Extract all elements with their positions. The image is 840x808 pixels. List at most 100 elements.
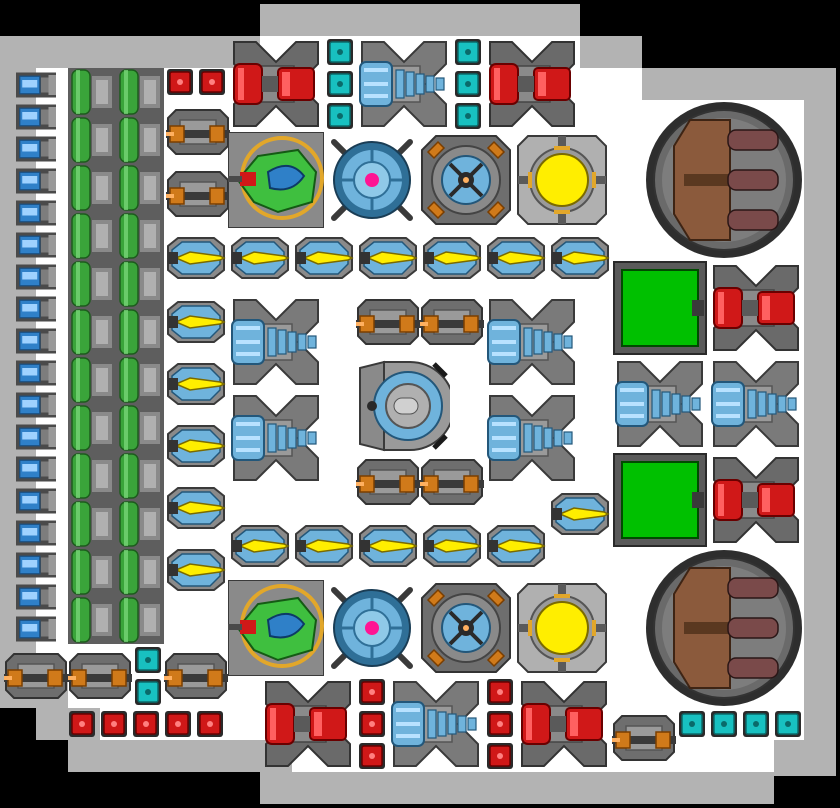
- blue-thruster-icon[interactable]: [15, 551, 57, 579]
- red-crate-icon[interactable]: [198, 68, 226, 96]
- green-tank-icon[interactable]: [116, 356, 164, 404]
- green-tank-icon[interactable]: [116, 404, 164, 452]
- yellow-core-icon[interactable]: [517, 135, 607, 225]
- orange-railgun-icon[interactable]: [356, 299, 420, 345]
- green-tank-icon[interactable]: [116, 452, 164, 500]
- hangar-icon[interactable]: [645, 549, 803, 707]
- blue-thruster-icon[interactable]: [15, 71, 57, 99]
- orange-railgun-icon[interactable]: [4, 653, 68, 699]
- cyan-node-icon[interactable]: [742, 710, 770, 738]
- red-crate-icon[interactable]: [164, 710, 192, 738]
- orange-railgun-icon[interactable]: [420, 299, 484, 345]
- green-tank-icon[interactable]: [68, 164, 116, 212]
- cyan-node-icon[interactable]: [454, 102, 482, 130]
- yellow-missile-icon[interactable]: [295, 237, 353, 279]
- yellow-missile-icon[interactable]: [551, 237, 609, 279]
- cyan-node-icon[interactable]: [678, 710, 706, 738]
- green-cockpit-icon[interactable]: [228, 132, 324, 228]
- cyan-node-icon[interactable]: [774, 710, 802, 738]
- green-tank-icon[interactable]: [68, 356, 116, 404]
- red-crate-icon[interactable]: [68, 710, 96, 738]
- green-tank-icon[interactable]: [116, 548, 164, 596]
- cyan-node-icon[interactable]: [710, 710, 738, 738]
- blue-thruster-icon[interactable]: [15, 135, 57, 163]
- red-crate-icon[interactable]: [358, 710, 386, 738]
- command-dome-icon[interactable]: [360, 362, 454, 450]
- blue-thruster-icon[interactable]: [15, 231, 57, 259]
- red-crate-icon[interactable]: [358, 742, 386, 770]
- yellow-missile-icon[interactable]: [423, 237, 481, 279]
- orange-railgun-icon[interactable]: [68, 653, 132, 699]
- green-screen-icon[interactable]: [613, 453, 707, 547]
- green-tank-icon[interactable]: [116, 260, 164, 308]
- cyan-node-icon[interactable]: [326, 70, 354, 98]
- red-crate-icon[interactable]: [486, 678, 514, 706]
- blue-thruster-icon[interactable]: [15, 167, 57, 195]
- cyan-node-icon[interactable]: [326, 38, 354, 66]
- yellow-missile-icon[interactable]: [487, 525, 545, 567]
- green-tank-icon[interactable]: [116, 308, 164, 356]
- green-tank-icon[interactable]: [68, 68, 116, 116]
- blue-thruster-icon[interactable]: [15, 391, 57, 419]
- yellow-missile-icon[interactable]: [359, 237, 417, 279]
- red-crate-icon[interactable]: [358, 678, 386, 706]
- yellow-missile-icon[interactable]: [423, 525, 481, 567]
- red-crate-icon[interactable]: [166, 68, 194, 96]
- orange-railgun-icon[interactable]: [166, 171, 230, 217]
- yellow-missile-icon[interactable]: [167, 301, 225, 343]
- orange-railgun-icon[interactable]: [164, 653, 228, 699]
- blue-thruster-icon[interactable]: [15, 519, 57, 547]
- orange-railgun-icon[interactable]: [612, 715, 676, 761]
- blue-thruster-icon[interactable]: [15, 487, 57, 515]
- blue-thruster-icon[interactable]: [15, 199, 57, 227]
- green-tank-icon[interactable]: [68, 404, 116, 452]
- yellow-missile-icon[interactable]: [231, 525, 289, 567]
- yellow-missile-icon[interactable]: [359, 525, 417, 567]
- green-tank-icon[interactable]: [116, 68, 164, 116]
- red-crate-icon[interactable]: [196, 710, 224, 738]
- red-crate-icon[interactable]: [486, 710, 514, 738]
- cyan-node-icon[interactable]: [326, 102, 354, 130]
- yellow-core-icon[interactable]: [517, 583, 607, 673]
- green-tank-icon[interactable]: [68, 116, 116, 164]
- green-tank-icon[interactable]: [116, 596, 164, 644]
- green-tank-icon[interactable]: [116, 212, 164, 260]
- green-tank-icon[interactable]: [68, 548, 116, 596]
- yellow-missile-icon[interactable]: [167, 487, 225, 529]
- blue-thruster-icon[interactable]: [15, 455, 57, 483]
- orange-turret-icon[interactable]: [420, 582, 512, 674]
- yellow-missile-icon[interactable]: [167, 237, 225, 279]
- yellow-missile-icon[interactable]: [551, 493, 609, 535]
- cyan-node-icon[interactable]: [134, 646, 162, 674]
- orange-railgun-icon[interactable]: [356, 459, 420, 505]
- green-tank-icon[interactable]: [116, 164, 164, 212]
- green-screen-icon[interactable]: [613, 261, 707, 355]
- cyan-node-icon[interactable]: [134, 678, 162, 706]
- green-tank-icon[interactable]: [68, 260, 116, 308]
- green-tank-icon[interactable]: [68, 452, 116, 500]
- hangar-icon[interactable]: [645, 101, 803, 259]
- yellow-missile-icon[interactable]: [167, 549, 225, 591]
- green-tank-icon[interactable]: [116, 500, 164, 548]
- blue-thruster-icon[interactable]: [15, 295, 57, 323]
- orange-railgun-icon[interactable]: [166, 109, 230, 155]
- blue-thruster-icon[interactable]: [15, 327, 57, 355]
- magenta-core-icon[interactable]: [334, 142, 410, 218]
- green-tank-icon[interactable]: [68, 308, 116, 356]
- yellow-missile-icon[interactable]: [231, 237, 289, 279]
- green-tank-icon[interactable]: [68, 596, 116, 644]
- cyan-node-icon[interactable]: [454, 70, 482, 98]
- yellow-missile-icon[interactable]: [167, 425, 225, 467]
- orange-turret-icon[interactable]: [420, 134, 512, 226]
- green-tank-icon[interactable]: [116, 116, 164, 164]
- orange-railgun-icon[interactable]: [420, 459, 484, 505]
- cyan-node-icon[interactable]: [454, 38, 482, 66]
- yellow-missile-icon[interactable]: [295, 525, 353, 567]
- green-tank-icon[interactable]: [68, 500, 116, 548]
- green-cockpit-icon[interactable]: [228, 580, 324, 676]
- blue-thruster-icon[interactable]: [15, 103, 57, 131]
- magenta-core-icon[interactable]: [334, 590, 410, 666]
- yellow-missile-icon[interactable]: [487, 237, 545, 279]
- blue-thruster-icon[interactable]: [15, 359, 57, 387]
